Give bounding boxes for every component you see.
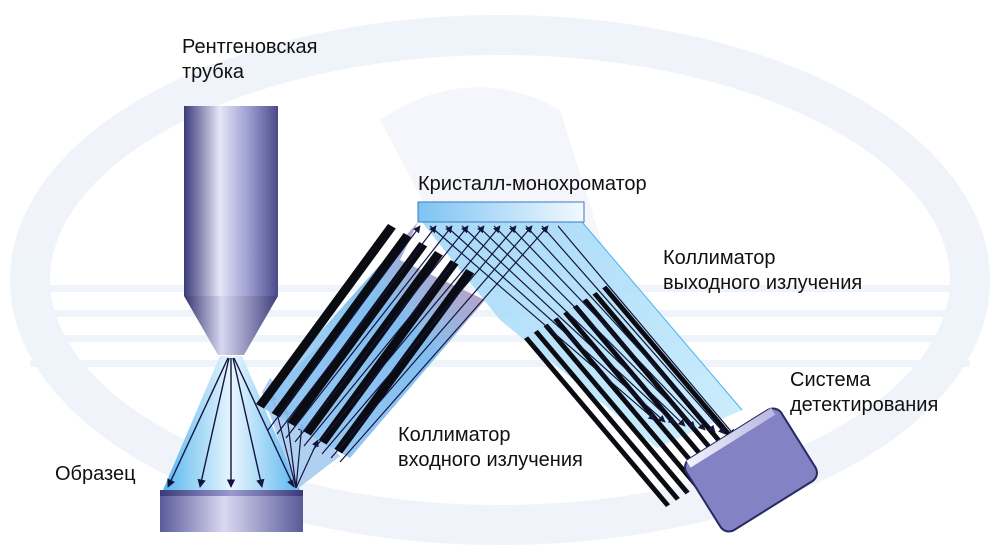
diffracted-ray: [541, 225, 726, 435]
diffracted-ray: [445, 225, 666, 423]
entrance-collimator-label-line1: Коллиматор: [398, 424, 511, 446]
collimator-plate: [287, 242, 428, 427]
exit-collimator-label-line2: выходного излучения: [663, 272, 863, 294]
incident-ray: [330, 225, 533, 459]
entrance-collimator: [256, 224, 475, 454]
diffracted-ray: [477, 225, 686, 427]
diffracted-ray: [461, 225, 676, 425]
collimator-plate: [318, 260, 459, 445]
crystal-label: Кристалл-монохроматор: [418, 173, 647, 195]
incident-ray: [312, 225, 501, 451]
diffracted-ray: [525, 225, 716, 433]
incident-ray: [276, 225, 437, 435]
collimator-plate: [334, 269, 475, 454]
xray-tube: [184, 106, 278, 355]
xray-tube-label: Рентгеновская трубка: [182, 35, 317, 85]
sample: [160, 490, 303, 532]
collimator-plate: [572, 304, 719, 476]
incident-ray: [303, 225, 485, 447]
collimator-plate: [256, 224, 396, 409]
incident-ray: [285, 225, 453, 439]
collimator-plate: [602, 285, 749, 457]
entrance-collimator-label: Коллиматор входного излучения: [398, 423, 583, 473]
collimator-plate: [524, 336, 671, 507]
diffracted-ray: [493, 225, 696, 429]
detector: [684, 407, 818, 533]
xray-tube-label-line1: Рентгеновская: [182, 36, 318, 58]
diffracted-rays: [429, 225, 736, 437]
collimator-plate: [543, 323, 690, 495]
diffracted-ray: [509, 225, 706, 431]
diffracted-ray: [429, 225, 656, 421]
incident-rays: [267, 225, 549, 463]
incident-ray: [267, 225, 421, 431]
crystal-monochromator: [417, 201, 585, 223]
collimator-plate: [271, 233, 412, 418]
detector-label: Система детектирования: [790, 368, 938, 418]
xray-tube-label-line2: трубка: [182, 61, 245, 83]
primary-beam: [163, 356, 300, 490]
exit-collimator-label: Коллиматор выходного излучения: [663, 246, 862, 296]
detector-label-line1: Система: [790, 369, 871, 391]
exit-collimator-label-line1: Коллиматор: [663, 247, 776, 269]
sample-label: Образец: [55, 463, 136, 485]
collimator-plate: [533, 330, 680, 501]
entrance-collimator-label-line2: входного излучения: [398, 449, 583, 471]
diffracted-ray: [557, 225, 736, 437]
incident-ray: [321, 225, 517, 455]
incident-ray: [339, 225, 549, 463]
incident-ray: [294, 225, 469, 443]
detector-label-line2: детектирования: [790, 394, 939, 416]
collimator-plate: [303, 251, 443, 436]
collimator-plate: [553, 317, 700, 488]
